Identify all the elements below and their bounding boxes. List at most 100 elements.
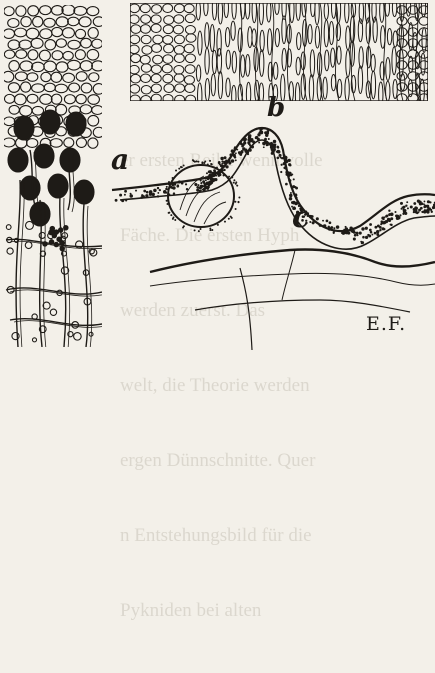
tissue-cell	[88, 115, 99, 126]
stipple-dot	[289, 164, 291, 166]
fiber-cell	[198, 83, 202, 109]
hypha-node	[6, 225, 11, 230]
tissue-cell	[2, 71, 13, 82]
stipple-dot	[396, 216, 400, 220]
stipple-dot	[124, 194, 126, 196]
cortex-cell	[129, 65, 139, 74]
fiber-cell	[259, 50, 263, 77]
fiber-cell	[346, 50, 350, 77]
tissue-cell	[31, 38, 43, 48]
stipple-dot	[224, 221, 226, 223]
fiber-cell	[315, 26, 319, 48]
stipple-dot	[413, 208, 416, 211]
cortex-cell	[130, 35, 140, 44]
stipple-dot	[230, 216, 232, 218]
cortex-cell	[141, 35, 151, 44]
stipple-dot	[284, 167, 287, 170]
hypha-node	[50, 309, 56, 315]
fiber-cell	[205, 48, 209, 74]
stipple-dot	[142, 195, 145, 198]
stipple-dot	[214, 178, 217, 181]
stipple-dot	[389, 213, 391, 215]
tissue-cell	[15, 72, 27, 81]
tissue-cell	[4, 7, 14, 16]
fiber-line	[240, 3, 243, 101]
fiber-cell	[331, 48, 335, 67]
spore	[14, 116, 34, 140]
fiber-cell	[311, 0, 315, 17]
stipple-dot	[214, 171, 216, 173]
cortex-cell	[152, 44, 162, 53]
stipple-dot	[197, 184, 199, 186]
stipple-dot	[386, 215, 389, 218]
stipple-dot	[224, 156, 227, 159]
cortex-cell	[185, 65, 195, 74]
stipple-dot	[159, 189, 161, 191]
fiber-cell	[226, 50, 230, 69]
spore	[8, 148, 28, 172]
stipple-dot	[280, 157, 282, 159]
tissue-cell	[21, 82, 31, 92]
tissue-cell	[92, 39, 103, 48]
stipple-dot	[200, 180, 202, 182]
stipple-dot	[418, 209, 421, 212]
label-ef: E.F.	[366, 313, 406, 335]
stipple-dot	[292, 185, 295, 188]
tissue-cell	[56, 62, 68, 72]
bleed-line: n Entstehungsbild für die	[120, 523, 435, 548]
stipple-dot	[168, 212, 170, 214]
hypha	[14, 321, 106, 328]
tissue-cell	[88, 27, 98, 38]
stipple-dot	[381, 221, 383, 223]
stipple-dot	[295, 187, 298, 190]
tissue-cell	[26, 28, 39, 39]
stipple-dot	[168, 181, 170, 183]
stipple-dot	[129, 194, 133, 198]
tissue-cell	[3, 29, 14, 38]
stipple-dot	[379, 229, 381, 231]
cortex-cell	[174, 54, 184, 63]
stipple-dot	[181, 166, 183, 168]
fiber-cell	[309, 75, 313, 103]
tissue-cell	[93, 84, 104, 95]
stipple-dot	[375, 226, 377, 228]
stipple-dot	[238, 197, 240, 199]
stipple-dot	[135, 190, 137, 192]
stipple-dot	[209, 160, 211, 162]
stipple-dot	[124, 190, 127, 193]
tissue-cell	[93, 17, 104, 27]
stipple-dot	[424, 205, 427, 208]
cortex-cell	[131, 74, 141, 83]
stipple-dot	[257, 138, 260, 141]
stipple-dot	[285, 183, 288, 186]
fiber-cell	[337, 46, 341, 64]
cortex-cell	[151, 24, 161, 33]
stipple-dot	[170, 214, 172, 216]
tissue-cell	[51, 72, 62, 82]
stipple-dot	[330, 226, 333, 229]
cortex-cell	[185, 14, 195, 23]
cortex-cell	[173, 25, 183, 34]
fiber-cell	[323, 77, 327, 99]
tissue-cell	[80, 105, 91, 114]
stipple-dot	[284, 158, 286, 160]
fiber-cell	[371, 54, 375, 71]
tissue-cell	[28, 50, 38, 60]
stipple-dot	[125, 199, 127, 201]
cortex-cell	[186, 95, 196, 104]
stipple-dot	[365, 236, 368, 239]
stipple-dot	[371, 234, 373, 236]
stipple-dot	[220, 157, 223, 160]
tissue-cell	[4, 94, 14, 103]
tissue-cell	[51, 94, 61, 104]
tissue-cell	[14, 28, 26, 37]
stipple-dot	[383, 228, 385, 230]
fiber-cell	[282, 16, 286, 44]
tissue-cell	[76, 138, 86, 148]
hypha-node	[7, 248, 13, 254]
cortex-cell	[140, 25, 150, 34]
stipple-dot	[285, 173, 288, 176]
tissue-cell	[88, 138, 98, 148]
stipple-dot	[276, 146, 279, 149]
fiber-cell	[268, 29, 272, 55]
